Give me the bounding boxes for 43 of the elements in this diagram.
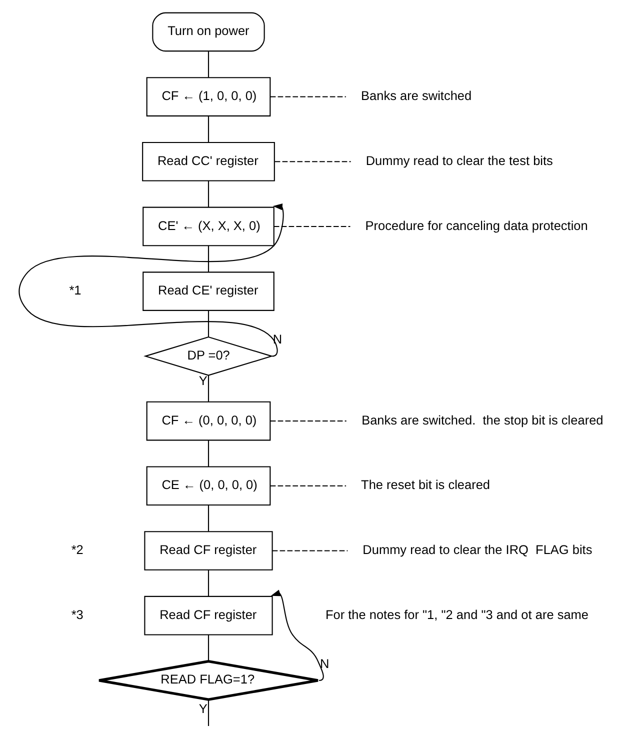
connector xyxy=(272,550,348,552)
connector xyxy=(207,246,209,272)
connector xyxy=(270,420,346,422)
node-text: Dummy read to clear the IRQ FLAG bits xyxy=(362,542,592,558)
connector xyxy=(273,226,350,227)
node-text: Procedure for canceling data protection xyxy=(364,218,588,233)
edge-label: N xyxy=(272,332,282,347)
connector xyxy=(207,116,209,142)
node-box: Read CC' register xyxy=(142,142,274,182)
connector xyxy=(207,51,209,78)
edge-label: N xyxy=(319,656,329,671)
node-box: Read CF register xyxy=(144,531,272,570)
connector xyxy=(270,96,346,98)
connector xyxy=(207,440,209,466)
label: *1 xyxy=(68,282,81,298)
connector xyxy=(207,180,209,208)
arrow xyxy=(270,590,324,681)
label: *2 xyxy=(70,542,83,558)
label: *3 xyxy=(70,606,83,622)
node-diamond: READ FLAG=1? xyxy=(97,660,319,701)
label: For the notes for "1, "2 and "3 and ot are same xyxy=(324,606,588,622)
connector xyxy=(274,161,350,162)
node-text: Banks are switched xyxy=(360,88,472,104)
edge-label: Y xyxy=(198,700,207,716)
node-box: CE ← (0, 0, 0, 0) xyxy=(146,466,270,506)
node-box: CF ← (0, 0, 0, 0) xyxy=(146,401,270,441)
node-text: Banks are switched. the stop bit is cleared xyxy=(361,412,603,428)
node-box: CE' ← (X, X, X, 0) xyxy=(142,206,274,246)
node-box: CF ← (1, 0, 0, 0) xyxy=(146,77,270,116)
node-text: The reset bit is cleared xyxy=(360,477,490,492)
arrow xyxy=(18,203,284,357)
node-box: Read CE' register xyxy=(142,272,274,311)
connector xyxy=(207,505,209,532)
node-diamond: DP =0? xyxy=(143,336,273,376)
connector xyxy=(207,634,209,662)
connector xyxy=(207,700,209,726)
connector xyxy=(207,375,209,402)
connector xyxy=(207,310,209,337)
node-text: Dummy read to clear the test bits xyxy=(365,152,552,168)
connector xyxy=(270,485,346,486)
node-box: Turn on power xyxy=(152,12,264,52)
node-box: Read CF register xyxy=(144,596,272,636)
connector xyxy=(207,570,209,596)
